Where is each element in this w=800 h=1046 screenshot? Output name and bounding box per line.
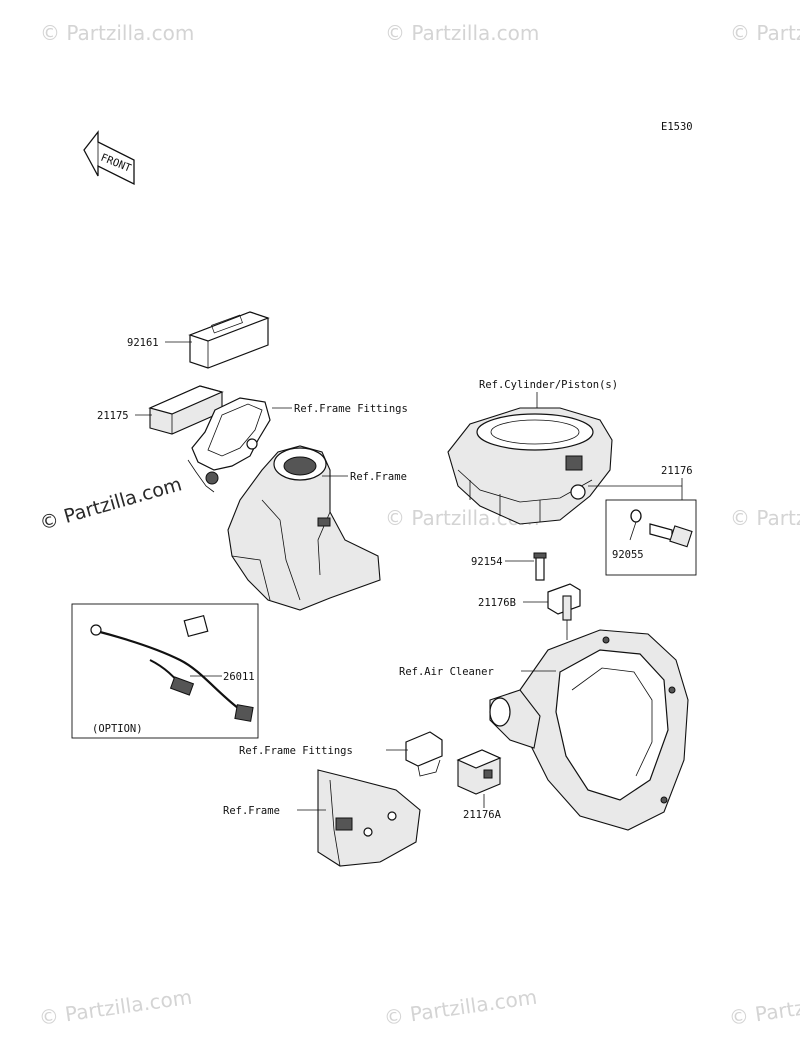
- air-cleaner-housing: [489, 629, 689, 831]
- ecu-cover-92161: [188, 311, 270, 369]
- label-21176b: 21176B: [478, 597, 516, 609]
- frame-bottom-section: [317, 769, 421, 867]
- bolt-92154: [533, 552, 547, 581]
- label-21176a: 21176A: [463, 809, 502, 821]
- frame-head-tube: [227, 445, 381, 611]
- label-ref-cylinder: Ref.Cylinder/Piston(s): [479, 379, 618, 391]
- watermark-top-center: © Partzilla.com: [385, 21, 539, 45]
- sensor-21176-box: [605, 499, 697, 576]
- label-ref-frame-fittings-top: Ref.Frame Fittings: [294, 403, 408, 415]
- option-harness-box: [71, 603, 259, 739]
- label-26011: 26011: [223, 671, 255, 683]
- label-ref-frame-fittings-bottom: Ref.Frame Fittings: [239, 745, 353, 757]
- label-21175: 21175: [97, 410, 129, 422]
- frame-fittings-bracket: [187, 397, 271, 493]
- watermark-layer: © Partzilla.com © Partzilla.com © Partzi…: [37, 21, 800, 1030]
- bracket-frame-fittings-bottom: [405, 731, 443, 777]
- watermark-bottom-right: © Partzilla.com: [727, 985, 800, 1030]
- label-92161: 92161: [127, 337, 159, 349]
- cylinder-block: [447, 407, 613, 525]
- label-option: (OPTION): [92, 723, 143, 735]
- watermark-mid-right: © Partzilla.com: [730, 506, 800, 530]
- ecu-unit-21175: [148, 385, 224, 435]
- watermark-top-left: © Partzilla.com: [40, 21, 194, 45]
- label-92055: 92055: [612, 549, 644, 561]
- sensor-21176b: [547, 583, 581, 640]
- label-ref-air-cleaner: Ref.Air Cleaner: [399, 666, 494, 678]
- label-ref-frame-top: Ref.Frame: [350, 471, 407, 483]
- sensor-21176a: [456, 749, 502, 795]
- watermark-bottom-left: © Partzilla.com: [37, 985, 193, 1030]
- watermark-bottom-center: © Partzilla.com: [382, 985, 538, 1030]
- front-arrow-icon: FRONT: [83, 130, 135, 186]
- watermark-top-right: © Partzilla.com: [730, 21, 800, 45]
- diagram-code: E1530: [661, 121, 693, 133]
- watermark-dark: © Partzilla.com: [37, 473, 184, 535]
- label-21176: 21176: [661, 465, 693, 477]
- label-ref-frame-bottom: Ref.Frame: [223, 805, 280, 817]
- label-92154: 92154: [471, 556, 503, 568]
